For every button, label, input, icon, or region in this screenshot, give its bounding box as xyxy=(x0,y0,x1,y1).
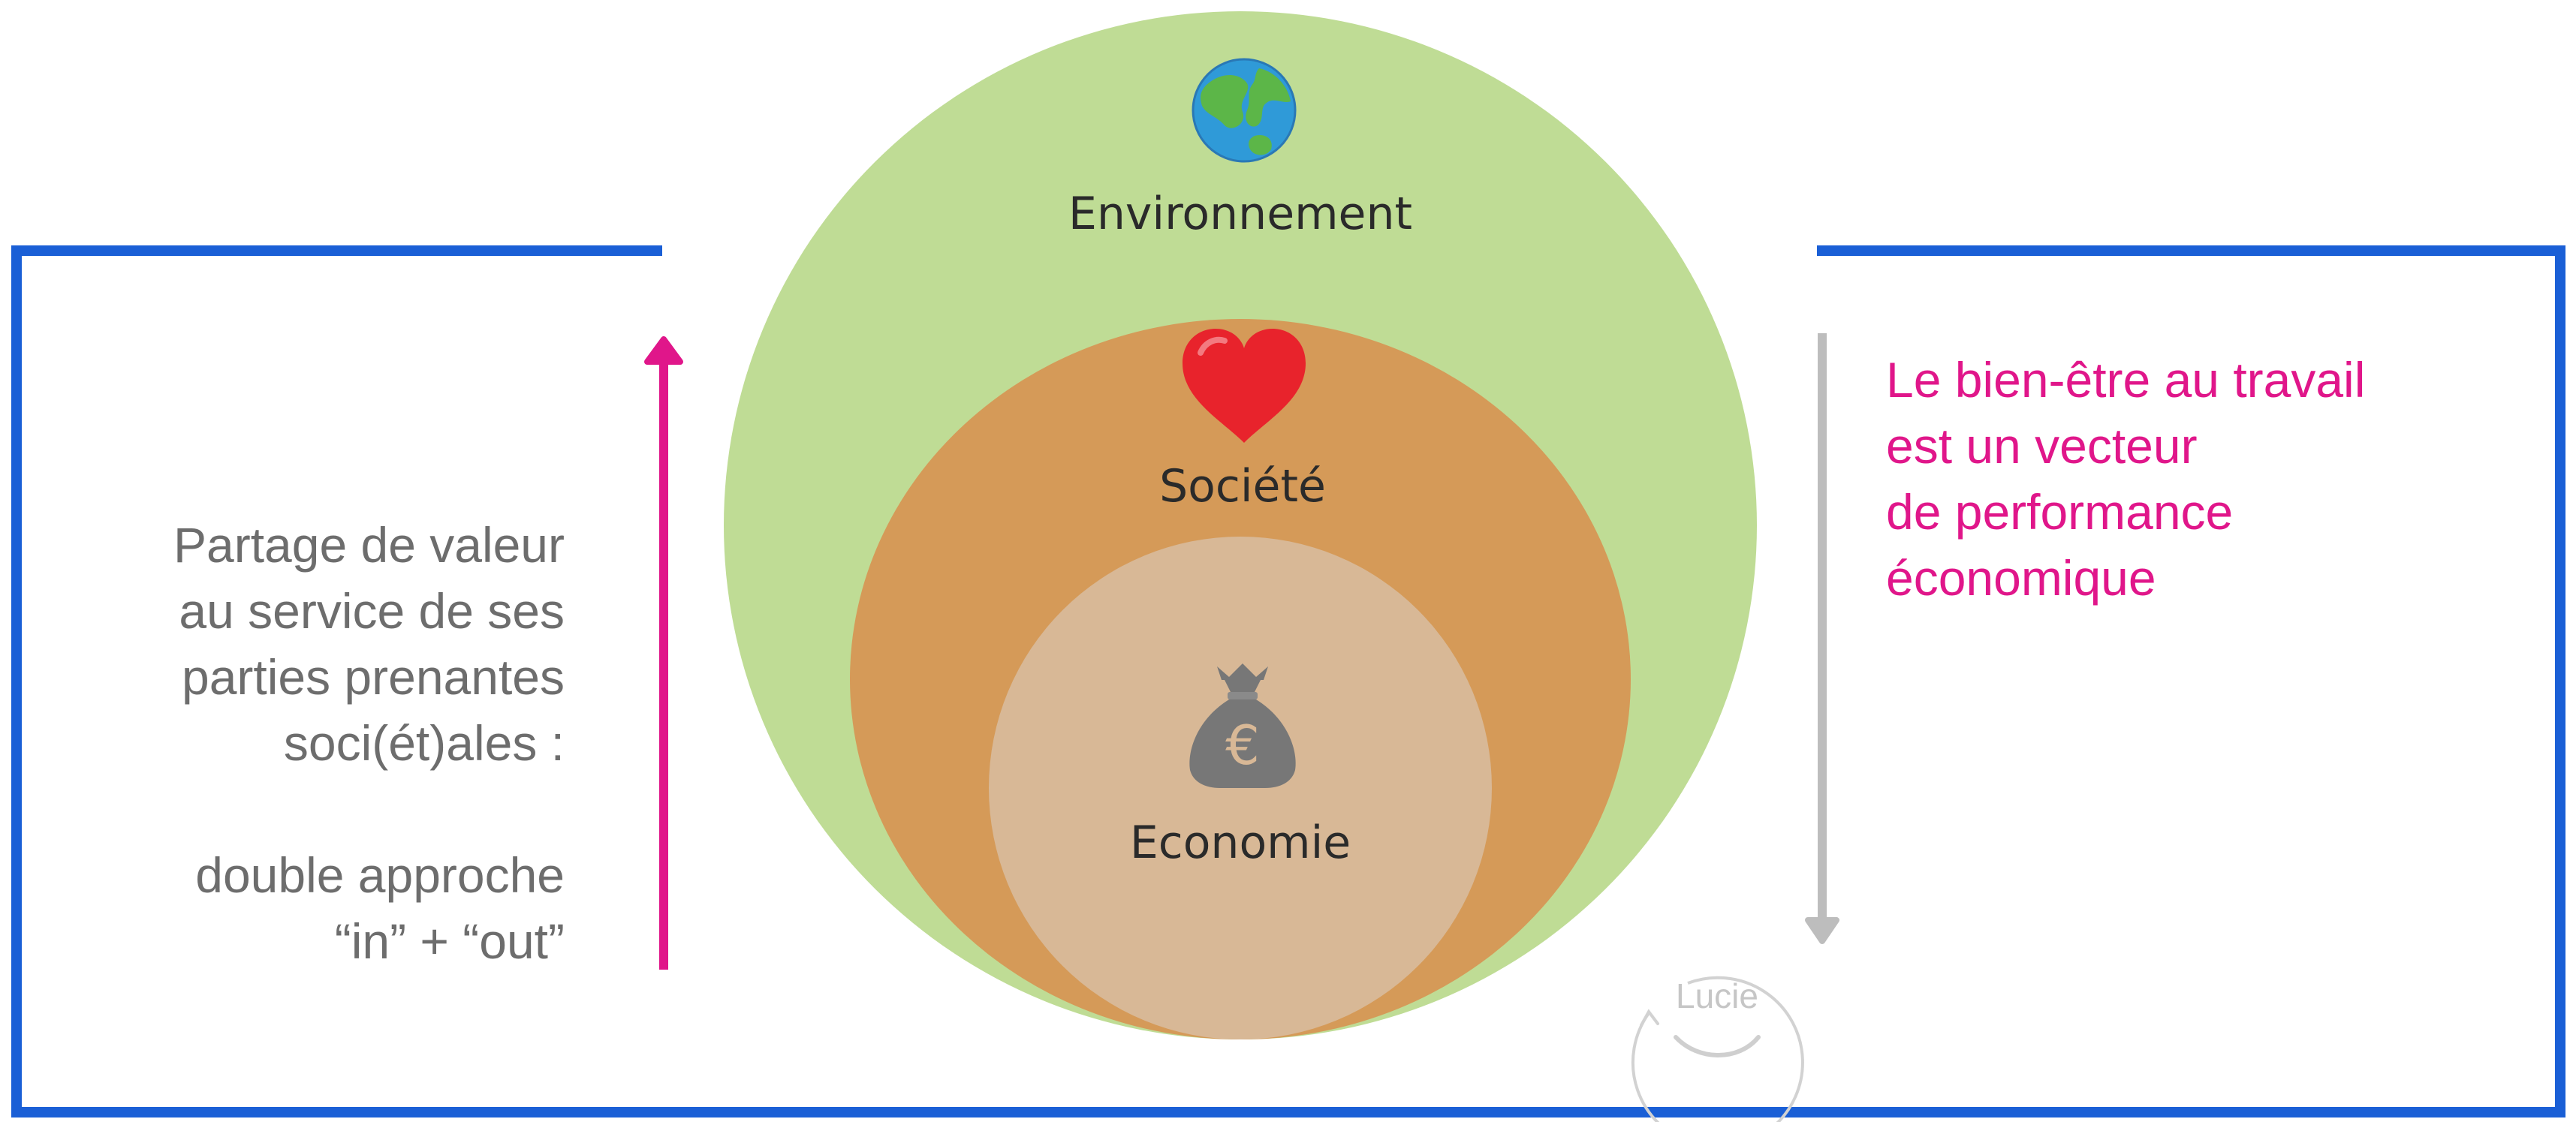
left-line-3: parties prenantes xyxy=(182,649,565,705)
frame-border xyxy=(11,245,2565,1117)
left-line-1: Partage de valeur xyxy=(173,517,565,573)
up-arrow xyxy=(644,336,683,970)
right-line-4: économique xyxy=(1886,550,2156,606)
right-line-2: est un vecteur xyxy=(1886,418,2198,474)
left-line-2: au service de ses xyxy=(179,583,565,639)
right-line-1: Le bien-être au travail xyxy=(1886,352,2366,408)
left-line-4: soci(ét)ales : xyxy=(283,715,565,771)
globe-icon xyxy=(1192,58,1297,163)
heart-icon xyxy=(1183,329,1306,443)
lucie-logo-text: Lucie xyxy=(1676,976,1758,1015)
label-economie: Economie xyxy=(1130,817,1351,869)
right-description: Le bien-être au travail est un vecteur d… xyxy=(1886,347,2547,611)
left-text-gap xyxy=(45,776,565,842)
label-environnement: Environnement xyxy=(1068,188,1412,240)
left-line-6: “in” + “out” xyxy=(334,913,565,969)
euro-symbol-icon: € xyxy=(1225,714,1260,777)
money-bag-icon: € xyxy=(1189,663,1296,788)
down-arrow xyxy=(1805,333,1839,944)
left-description: Partage de valeur au service de ses part… xyxy=(45,512,565,974)
right-line-3: de performance xyxy=(1886,484,2234,540)
lucie-logo: Lucie xyxy=(1631,976,1804,1122)
left-line-5: double approche xyxy=(195,847,565,903)
label-societe: Société xyxy=(1159,460,1326,513)
